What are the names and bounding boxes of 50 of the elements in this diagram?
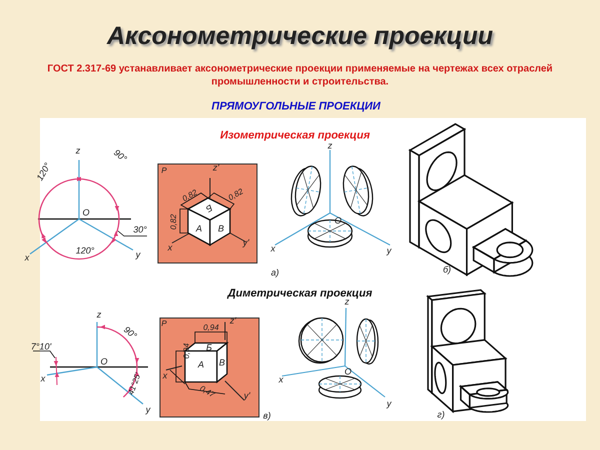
face-label: В (218, 224, 224, 234)
projection-heading: Диметрическая проекция (228, 288, 372, 300)
axis-label: y (386, 246, 392, 256)
projection-heading: Изометрическая проекция (220, 130, 370, 142)
dimension-label: 0,82 (181, 188, 199, 204)
axis-label: x (168, 244, 172, 252)
axis-label: y' (242, 238, 250, 248)
axis-label: z (76, 146, 80, 156)
angle-label: 120° (76, 246, 94, 256)
axis-label: z' (230, 316, 236, 326)
dimension-label: 0,47 (198, 384, 216, 400)
axis-label: z' (212, 164, 220, 172)
axis-label: x (162, 372, 168, 380)
face-label: А (196, 224, 202, 234)
face-label: В (219, 358, 225, 368)
dimension-label: 0,94 (203, 324, 219, 332)
origin-label: O (100, 358, 108, 366)
axis-label: y (146, 406, 150, 414)
axis-label: z (96, 310, 102, 320)
plane-label: Р (161, 167, 167, 175)
axis-label: y' (244, 392, 250, 400)
axis-label: z (328, 142, 332, 150)
dimension-label: 0,82 (170, 214, 178, 230)
axis-label: x (270, 244, 276, 254)
face-label: А (198, 360, 204, 370)
origin-label: O (344, 368, 352, 376)
plane-label: Р (161, 320, 167, 328)
angle-label: 7°10' (30, 342, 52, 352)
standard-note: ГОСТ 2.317-69 устанавливает аксонометрические проекции применяемые на чертежах всех отраслей промышленности и строительства. (46, 64, 554, 88)
figure-label: г) (437, 410, 445, 420)
face-label: Б (206, 344, 212, 352)
origin-label: O (82, 208, 90, 218)
axis-label: x (40, 374, 46, 384)
angle-label: 30° (133, 226, 147, 234)
page-title: Аксонометрические проекции (106, 22, 494, 51)
figure-label: б) (442, 266, 452, 274)
section-heading: ПРЯМОУГОЛЬНЫЕ ПРОЕКЦИИ (212, 102, 380, 112)
axis-label: x (278, 376, 284, 384)
face-label: Б (204, 202, 214, 214)
figure-label: в) (263, 412, 271, 420)
axis-label: y (136, 250, 140, 260)
angle-label: 90° (112, 148, 128, 164)
axis-label: x (24, 254, 30, 262)
axis-label: z (344, 298, 350, 306)
angle-label: 41°25' (127, 372, 143, 396)
axis-label: y (386, 400, 392, 408)
angle-label: 90° (122, 325, 138, 341)
dimension-label: 0,82 (227, 188, 245, 202)
figure-label: а) (271, 268, 279, 278)
dimension-label: 0,94 (183, 343, 191, 359)
